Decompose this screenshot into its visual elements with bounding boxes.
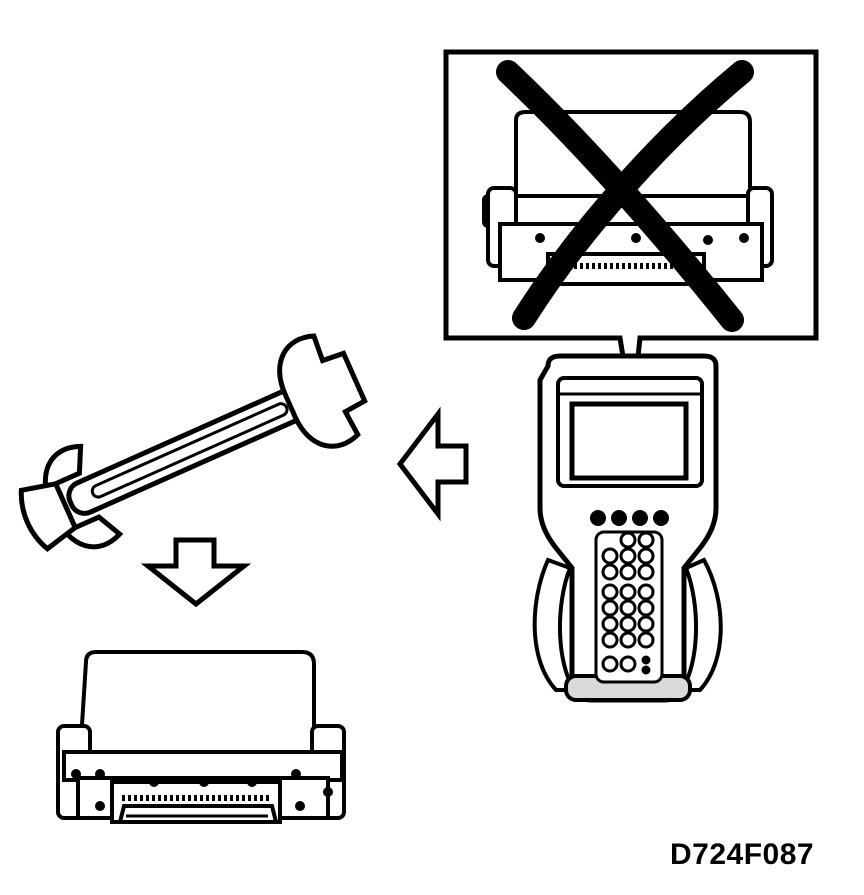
function-keys: [590, 510, 669, 526]
wrench-icon: [18, 333, 368, 552]
keypad: [601, 531, 655, 675]
arrow-down-icon: [140, 537, 252, 608]
scan-tool-icon: [532, 353, 723, 703]
callout-box: [443, 49, 819, 413]
arrow-left-icon: [396, 406, 469, 522]
cross-mark-icon: [496, 60, 754, 332]
ecu-module-icon: [56, 650, 346, 824]
figure-reference-code: D724F087: [670, 838, 815, 871]
